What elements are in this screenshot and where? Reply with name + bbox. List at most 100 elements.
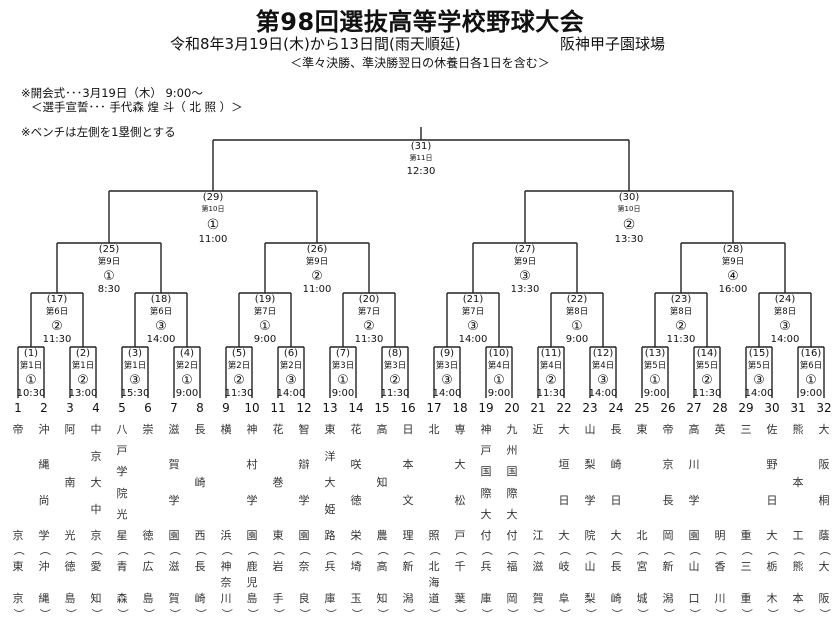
team-name-char: 大 — [454, 458, 466, 472]
match-number: (28) — [722, 244, 744, 255]
match-time: 14:00 — [744, 388, 774, 399]
team-prefecture: （長崎） — [190, 544, 210, 620]
match-time: 13:00 — [68, 388, 98, 399]
team-name-char: 帝 — [12, 423, 24, 436]
match-day: 第4日 — [591, 361, 615, 371]
paren-open: （ — [584, 544, 597, 556]
prefecture-char: 兵 — [480, 560, 492, 573]
match-slot: ② — [675, 319, 687, 334]
team-name-char: 戸 — [116, 444, 128, 458]
paren-open: （ — [818, 544, 831, 556]
match-slot: ③ — [129, 373, 141, 388]
prefecture-name: 山梨 — [585, 556, 596, 608]
match-number: (10) — [488, 348, 510, 359]
paren-close: ） — [168, 608, 181, 620]
paren-close: ） — [584, 608, 597, 620]
prefecture-char: 島 — [246, 592, 258, 605]
match-time: 11:30 — [666, 334, 696, 345]
team-prefecture: （岩手） — [268, 544, 288, 620]
paren-open: （ — [142, 544, 155, 556]
match-slot: ③ — [285, 373, 297, 388]
paren-close: ） — [818, 608, 831, 620]
team-name-char: 崎 — [194, 476, 206, 489]
team-prefecture: （千葉） — [450, 544, 470, 620]
team-name-char: 際 — [480, 486, 492, 500]
prefecture-char: 手 — [272, 592, 284, 605]
match-day: 第7日 — [357, 307, 381, 317]
team-name: 近江 — [528, 421, 548, 543]
match-number: (30) — [618, 192, 640, 203]
match-slot: ① — [337, 373, 349, 388]
team-name-char: 高 — [688, 423, 700, 436]
team-name-char: 栄 — [350, 528, 362, 542]
prefecture-name: 北海道 — [429, 556, 440, 608]
page-title: 第98回選抜高等学校野球大会 — [255, 8, 585, 36]
match-day: 第2日 — [279, 361, 303, 371]
team-name-char: 文 — [402, 493, 414, 507]
team-name-char: 咲 — [350, 458, 362, 472]
bench-note: ※ベンチは左側を1塁側とする — [21, 125, 176, 139]
team-name-char: 重 — [740, 529, 752, 542]
team-name-char: 大 — [558, 423, 570, 436]
prefecture-name: 滋賀 — [533, 556, 544, 608]
prefecture-char: 青 — [116, 560, 128, 573]
team-name-char: 大 — [90, 476, 102, 489]
team-prefecture: （岐阜） — [554, 544, 574, 620]
team-name-char: 日 — [402, 423, 414, 436]
paren-close: ） — [506, 608, 519, 620]
team-number: 20 — [504, 401, 520, 415]
prefecture-char: 岐 — [558, 560, 570, 573]
team-prefecture: （宮城） — [632, 544, 652, 620]
match-number: (16) — [800, 348, 822, 359]
team-name-char: 東 — [324, 423, 336, 436]
prefecture-char: 兵 — [324, 560, 336, 573]
match-day: 第9日 — [721, 257, 745, 267]
match-number: (4) — [179, 348, 195, 359]
team-name-char: 大 — [480, 507, 492, 521]
team-number: 22 — [556, 401, 572, 415]
team-name-char: 桐 — [818, 493, 830, 507]
match-time: 9:00 — [175, 388, 199, 399]
team-name-char: 八 — [116, 423, 128, 436]
prefecture-char: 高 — [376, 560, 388, 573]
paren-open: （ — [168, 544, 181, 556]
team-name-char: 学 — [584, 493, 596, 507]
prefecture-char: 長 — [610, 560, 622, 573]
team-name-char: 尚 — [38, 493, 50, 507]
team-name-char: 園 — [688, 528, 700, 542]
team-number: 14 — [348, 401, 364, 415]
prefecture-char: 玉 — [350, 592, 362, 605]
team-name-char: 滋 — [168, 423, 180, 436]
team-name-char: 横 — [220, 423, 232, 436]
match-slot: ① — [649, 373, 661, 388]
match-day: 第5日 — [695, 361, 719, 371]
match-number: (15) — [748, 348, 770, 359]
match-number: (23) — [670, 294, 692, 305]
match-time: 13:30 — [510, 284, 540, 295]
prefecture-char: 新 — [662, 560, 674, 573]
match-number: (26) — [306, 244, 328, 255]
match-slot: ③ — [597, 373, 609, 388]
team-name-char: 洋 — [324, 449, 336, 463]
match-day: 第3日 — [383, 361, 407, 371]
match-day: 第5日 — [643, 361, 667, 371]
prefecture-char: 香 — [714, 560, 726, 573]
prefecture-name: 兵庫 — [325, 556, 336, 608]
match-time: 15:30 — [120, 388, 150, 399]
prefecture-char: 広 — [142, 560, 154, 573]
team-prefecture: （新潟） — [658, 544, 678, 620]
prefecture-char: 新 — [402, 560, 414, 573]
schedule-text: 令和8年3月19日(木)から13日間(雨天順延) — [170, 35, 461, 53]
match-number: (7) — [335, 348, 351, 359]
team-name-char: 園 — [168, 528, 180, 542]
paren-close: ） — [376, 608, 389, 620]
team-name-char: 京 — [90, 449, 102, 463]
team-name-char: 野 — [766, 458, 778, 472]
team-name-char: 園 — [246, 528, 258, 542]
team-name: 東洋大姫路 — [320, 421, 340, 543]
